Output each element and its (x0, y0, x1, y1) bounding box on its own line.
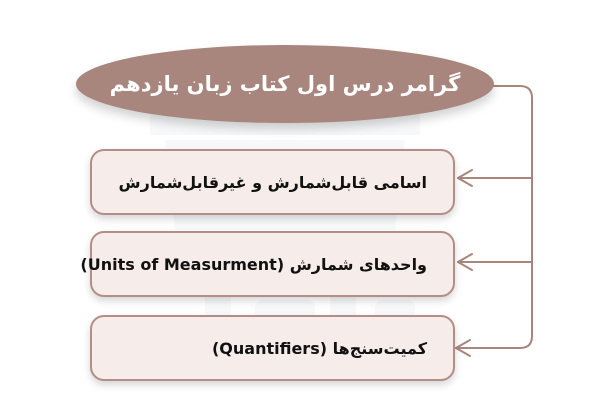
arrowhead-3 (455, 339, 471, 357)
arrowhead-1 (457, 169, 473, 187)
topic-label: واحدهای شمارش (Units of Measurment) (80, 254, 427, 274)
title-oval: گرامر درس اول کتاب زبان یازدهم (76, 45, 494, 123)
topic-label: کمیت‌سنج‌ها (Quantifiers) (211, 338, 427, 358)
diagram-title: گرامر درس اول کتاب زبان یازدهم (109, 72, 461, 96)
connector-trunk (455, 85, 533, 349)
topic-box-units-of-measurement: واحدهای شمارش (Units of Measurment) (80, 231, 455, 297)
topic-box-quantifiers: کمیت‌سنج‌ها (Quantifiers) (90, 315, 455, 381)
topic-label: اسامی قابل‌شمارش و غیرقابل‌شمارش (118, 172, 427, 192)
arrowhead-2 (457, 253, 473, 271)
topic-box-countable-nouns: اسامی قابل‌شمارش و غیرقابل‌شمارش (90, 149, 455, 215)
